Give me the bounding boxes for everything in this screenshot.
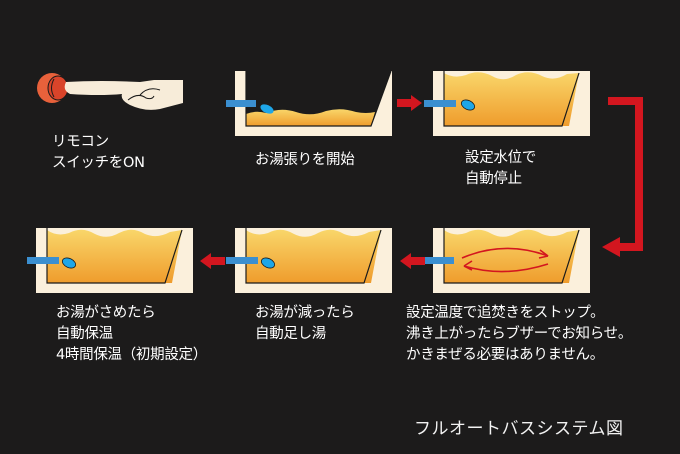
step-reheat-stop-label: 設定温度で追焚きをストップ。 沸き上がったらブザーでお知らせ。 かきまぜる必要は… [406, 303, 632, 366]
bathtub-circulation-icon [424, 228, 590, 293]
tub-reheat-stop [424, 228, 594, 294]
bathtub-filling-icon [226, 71, 392, 136]
step-auto-stop-label: 設定水位で 自動停止 [465, 148, 536, 190]
step-remote-switch-label: リモコン スイッチをON [52, 132, 145, 174]
hand-pressing-button-icon [37, 73, 183, 110]
bathtub-keep-warm-icon [27, 228, 193, 293]
label-line: 4時間保温（初期設定） [56, 347, 207, 363]
label-line: お湯が減ったら [255, 305, 355, 321]
tub-auto-refill [226, 228, 396, 294]
label-line: 沸き上がったらブザーでお知らせ。 [406, 326, 633, 342]
label-line: お湯がさめたら [56, 305, 156, 321]
step-auto-keep-warm-label: お湯がさめたら 自動保温 4時間保温（初期設定） [56, 303, 207, 366]
label-line: 自動足し湯 [255, 326, 326, 342]
tub-auto-stop-level [424, 71, 594, 137]
step-start-filling-label: お湯張りを開始 [255, 150, 355, 171]
label-line: 自動保温 [56, 326, 113, 342]
remote-switch-illustration [30, 70, 190, 120]
flow-arrow-left [399, 253, 425, 269]
flow-arrow-right [397, 95, 423, 111]
bathtub-full-icon [424, 71, 590, 136]
label-line: スイッチをON [52, 155, 145, 171]
label-line: 自動停止 [465, 171, 522, 187]
bathtub-refill-icon [226, 228, 392, 293]
label-line: お湯張りを開始 [255, 152, 355, 168]
tub-start-filling [226, 71, 396, 137]
label-line: 設定水位で [465, 150, 536, 166]
flow-arrow-left [199, 253, 225, 269]
flow-arrow-bracket [600, 97, 645, 269]
label-line: 設定温度で追焚きをストップ。 [406, 305, 605, 321]
step-auto-refill-label: お湯が減ったら 自動足し湯 [255, 303, 355, 345]
diagram-caption: フルオートバスシステム図 [414, 419, 624, 439]
label-line: かきまぜる必要はありません。 [406, 347, 604, 363]
tub-auto-keep-warm [27, 228, 197, 294]
label-line: リモコン [52, 134, 109, 150]
